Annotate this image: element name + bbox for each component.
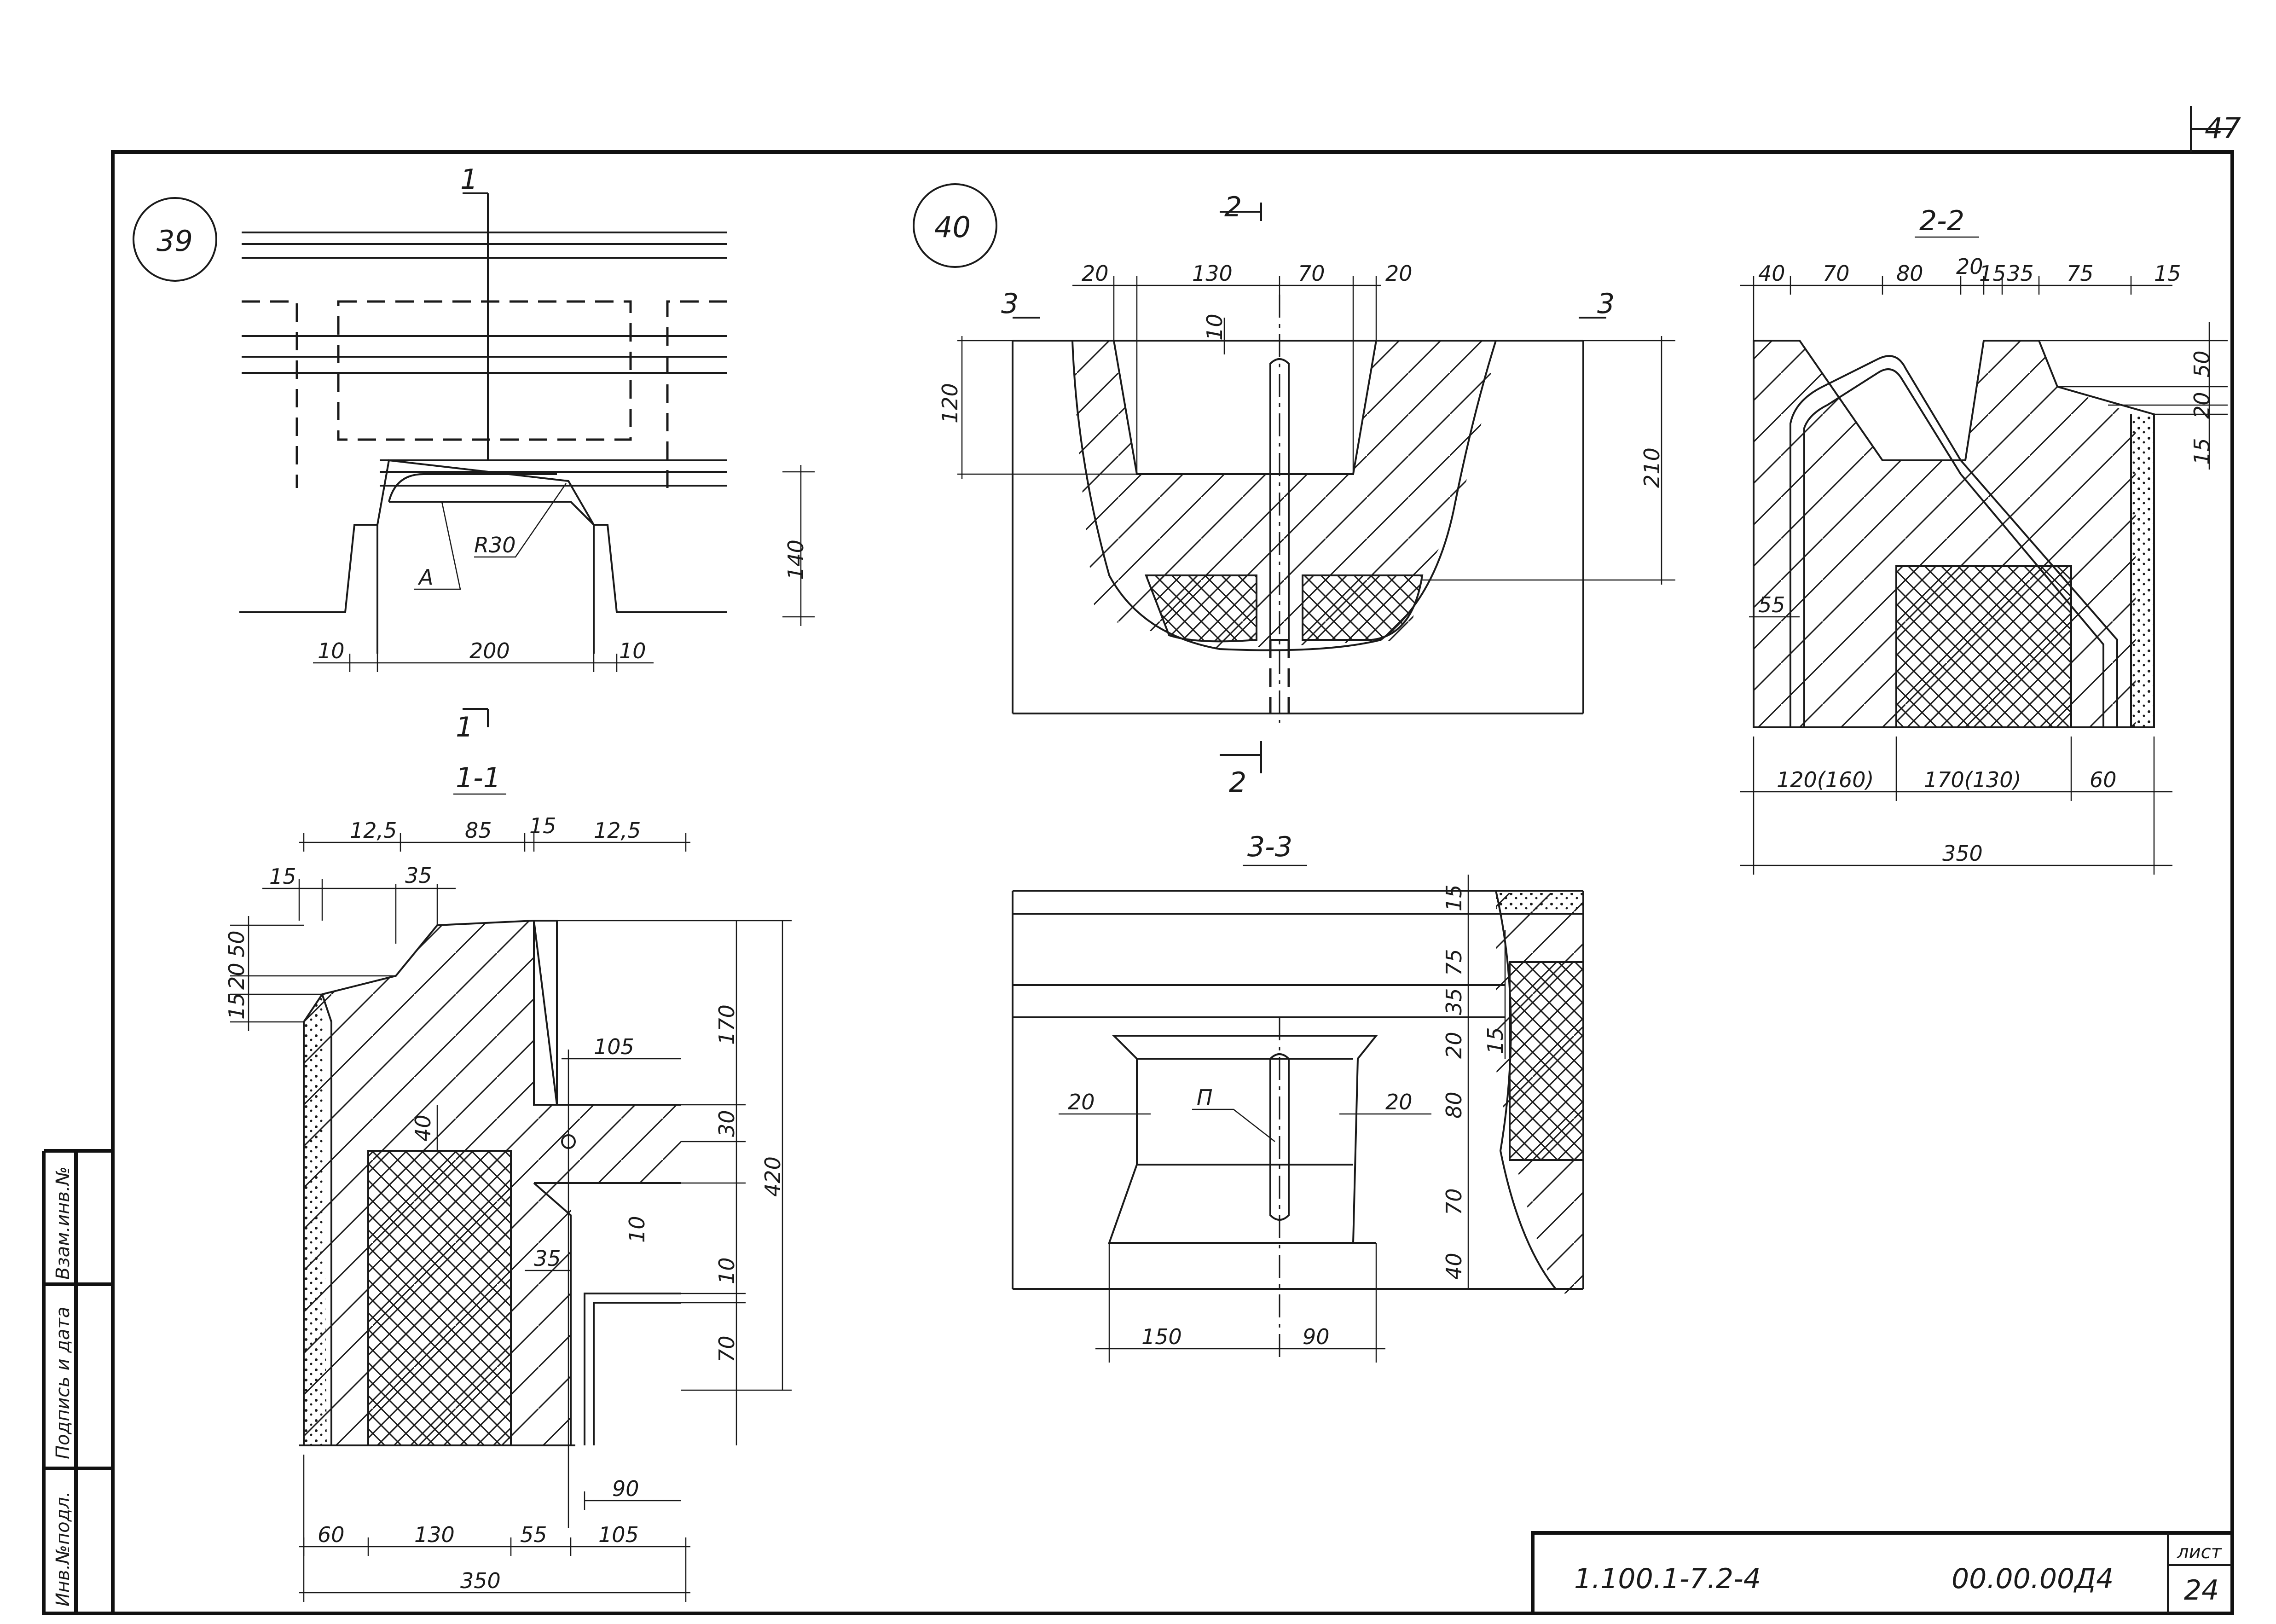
svg-text:15: 15 xyxy=(529,813,556,838)
svg-text:15: 15 xyxy=(2154,261,2181,286)
list-label: лист xyxy=(2177,1542,2223,1563)
svg-text:80: 80 xyxy=(1896,261,1923,286)
svg-text:130: 130 xyxy=(414,1522,455,1547)
svg-text:70: 70 xyxy=(1442,1188,1466,1215)
node-40-section: 40 2 2 3 3 20 130 70 20 10 120 210 xyxy=(913,183,1675,799)
page-number: 47 xyxy=(2205,111,2241,145)
section-3-3: 3-3 15 75 35 20 15 80 70 40 20 20 П 150 … xyxy=(1012,831,1584,1363)
svg-text:70: 70 xyxy=(1298,261,1325,286)
svg-text:120(160): 120(160) xyxy=(1777,767,1874,792)
svg-text:105: 105 xyxy=(598,1522,639,1547)
svg-text:39: 39 xyxy=(156,224,193,258)
cut-1-bottom: 1 xyxy=(456,711,473,743)
svg-text:130: 130 xyxy=(1192,261,1233,286)
svg-text:12,5: 12,5 xyxy=(350,818,397,843)
svg-text:3: 3 xyxy=(1597,288,1615,320)
svg-text:55: 55 xyxy=(1758,592,1785,617)
svg-text:20: 20 xyxy=(1068,1090,1095,1114)
svg-text:15: 15 xyxy=(1442,884,1466,911)
svg-text:120: 120 xyxy=(938,383,962,423)
node-40-marker xyxy=(913,183,997,268)
svg-text:55: 55 xyxy=(520,1522,547,1547)
node-39-marker xyxy=(133,197,217,282)
svg-text:50: 50 xyxy=(2189,350,2214,377)
svg-text:10: 10 xyxy=(625,1216,649,1243)
svg-text:20: 20 xyxy=(2189,392,2214,419)
svg-text:П: П xyxy=(1197,1085,1213,1110)
svg-text:90: 90 xyxy=(1303,1324,1330,1349)
svg-text:60: 60 xyxy=(2090,767,2117,792)
section-3-3-title: 3-3 xyxy=(1247,831,1292,863)
svg-text:10: 10 xyxy=(619,638,646,663)
svg-text:2: 2 xyxy=(1224,191,1242,223)
stamp-inv-podl: Инв.№подл. xyxy=(52,1491,74,1607)
svg-text:105: 105 xyxy=(594,1034,634,1059)
svg-text:30: 30 xyxy=(714,1110,739,1137)
svg-text:60: 60 xyxy=(318,1522,345,1547)
svg-text:75: 75 xyxy=(2067,261,2094,286)
sheet-frame: 47 1.100.1-7.2-4 00.00.00Д4 лист 24 Инв.… xyxy=(42,106,2241,1615)
doc-number: 00.00.00Д4 xyxy=(1952,1563,2114,1595)
node-39-plan: 39 1 1 R30 А 10 200 10 140 xyxy=(133,163,815,743)
section-1-1-title: 1-1 xyxy=(456,762,501,794)
svg-text:20: 20 xyxy=(1442,1032,1466,1059)
stamp-podpis: Подпись и дата xyxy=(52,1307,74,1459)
svg-text:170(130): 170(130) xyxy=(1924,767,2021,792)
section-2-2: 2-2 40 70 80 20 15 35 75 15 50 20 15 55 … xyxy=(1740,205,2228,875)
svg-text:3: 3 xyxy=(1001,288,1019,320)
svg-text:35: 35 xyxy=(2007,261,2034,286)
a-label: А xyxy=(417,565,433,590)
svg-text:35: 35 xyxy=(534,1246,561,1271)
svg-text:210: 210 xyxy=(1639,447,1664,488)
section-1-1: 1-1 12,5 85 15 12,5 15 35 50 20 15 105 4… xyxy=(224,762,792,1602)
svg-text:15: 15 xyxy=(1483,1027,1508,1054)
svg-text:70: 70 xyxy=(714,1335,739,1363)
svg-text:420: 420 xyxy=(760,1156,785,1197)
svg-text:20: 20 xyxy=(224,963,249,990)
svg-text:20: 20 xyxy=(1385,261,1413,286)
svg-text:10: 10 xyxy=(1202,313,1227,341)
svg-text:350: 350 xyxy=(460,1568,501,1593)
svg-text:85: 85 xyxy=(465,818,492,843)
svg-text:350: 350 xyxy=(1942,841,1983,866)
svg-text:40: 40 xyxy=(1442,1253,1466,1280)
svg-text:170: 170 xyxy=(714,1004,739,1045)
svg-text:15: 15 xyxy=(2189,438,2214,465)
svg-text:20: 20 xyxy=(1082,261,1109,286)
cut-1-top: 1 xyxy=(460,163,478,196)
stamp-vzam: Взам.инв.№ xyxy=(52,1166,74,1280)
svg-text:40: 40 xyxy=(1758,261,1785,286)
svg-text:10: 10 xyxy=(714,1257,739,1284)
svg-text:12,5: 12,5 xyxy=(594,818,641,843)
svg-text:200: 200 xyxy=(469,638,510,663)
svg-text:80: 80 xyxy=(1442,1091,1466,1119)
section-2-2-title: 2-2 xyxy=(1919,205,1964,237)
svg-text:150: 150 xyxy=(1141,1324,1182,1349)
svg-text:75: 75 xyxy=(1442,949,1466,976)
svg-text:140: 140 xyxy=(783,539,808,580)
svg-text:15: 15 xyxy=(224,992,249,1020)
svg-text:40: 40 xyxy=(934,210,971,244)
svg-text:70: 70 xyxy=(1823,261,1850,286)
radius-label: R30 xyxy=(474,533,516,557)
svg-text:2: 2 xyxy=(1229,766,1246,799)
svg-text:15: 15 xyxy=(269,864,296,889)
svg-text:10: 10 xyxy=(318,638,345,663)
svg-text:20: 20 xyxy=(1956,254,1983,279)
svg-text:50: 50 xyxy=(224,930,249,957)
doc-code: 1.100.1-7.2-4 xyxy=(1574,1563,1761,1595)
svg-text:35: 35 xyxy=(1442,988,1466,1015)
svg-text:35: 35 xyxy=(405,863,432,888)
svg-text:20: 20 xyxy=(1385,1090,1413,1114)
list-value: 24 xyxy=(2184,1574,2219,1607)
svg-text:90: 90 xyxy=(612,1476,639,1501)
svg-text:15: 15 xyxy=(1979,261,2006,286)
svg-text:40: 40 xyxy=(411,1114,435,1142)
